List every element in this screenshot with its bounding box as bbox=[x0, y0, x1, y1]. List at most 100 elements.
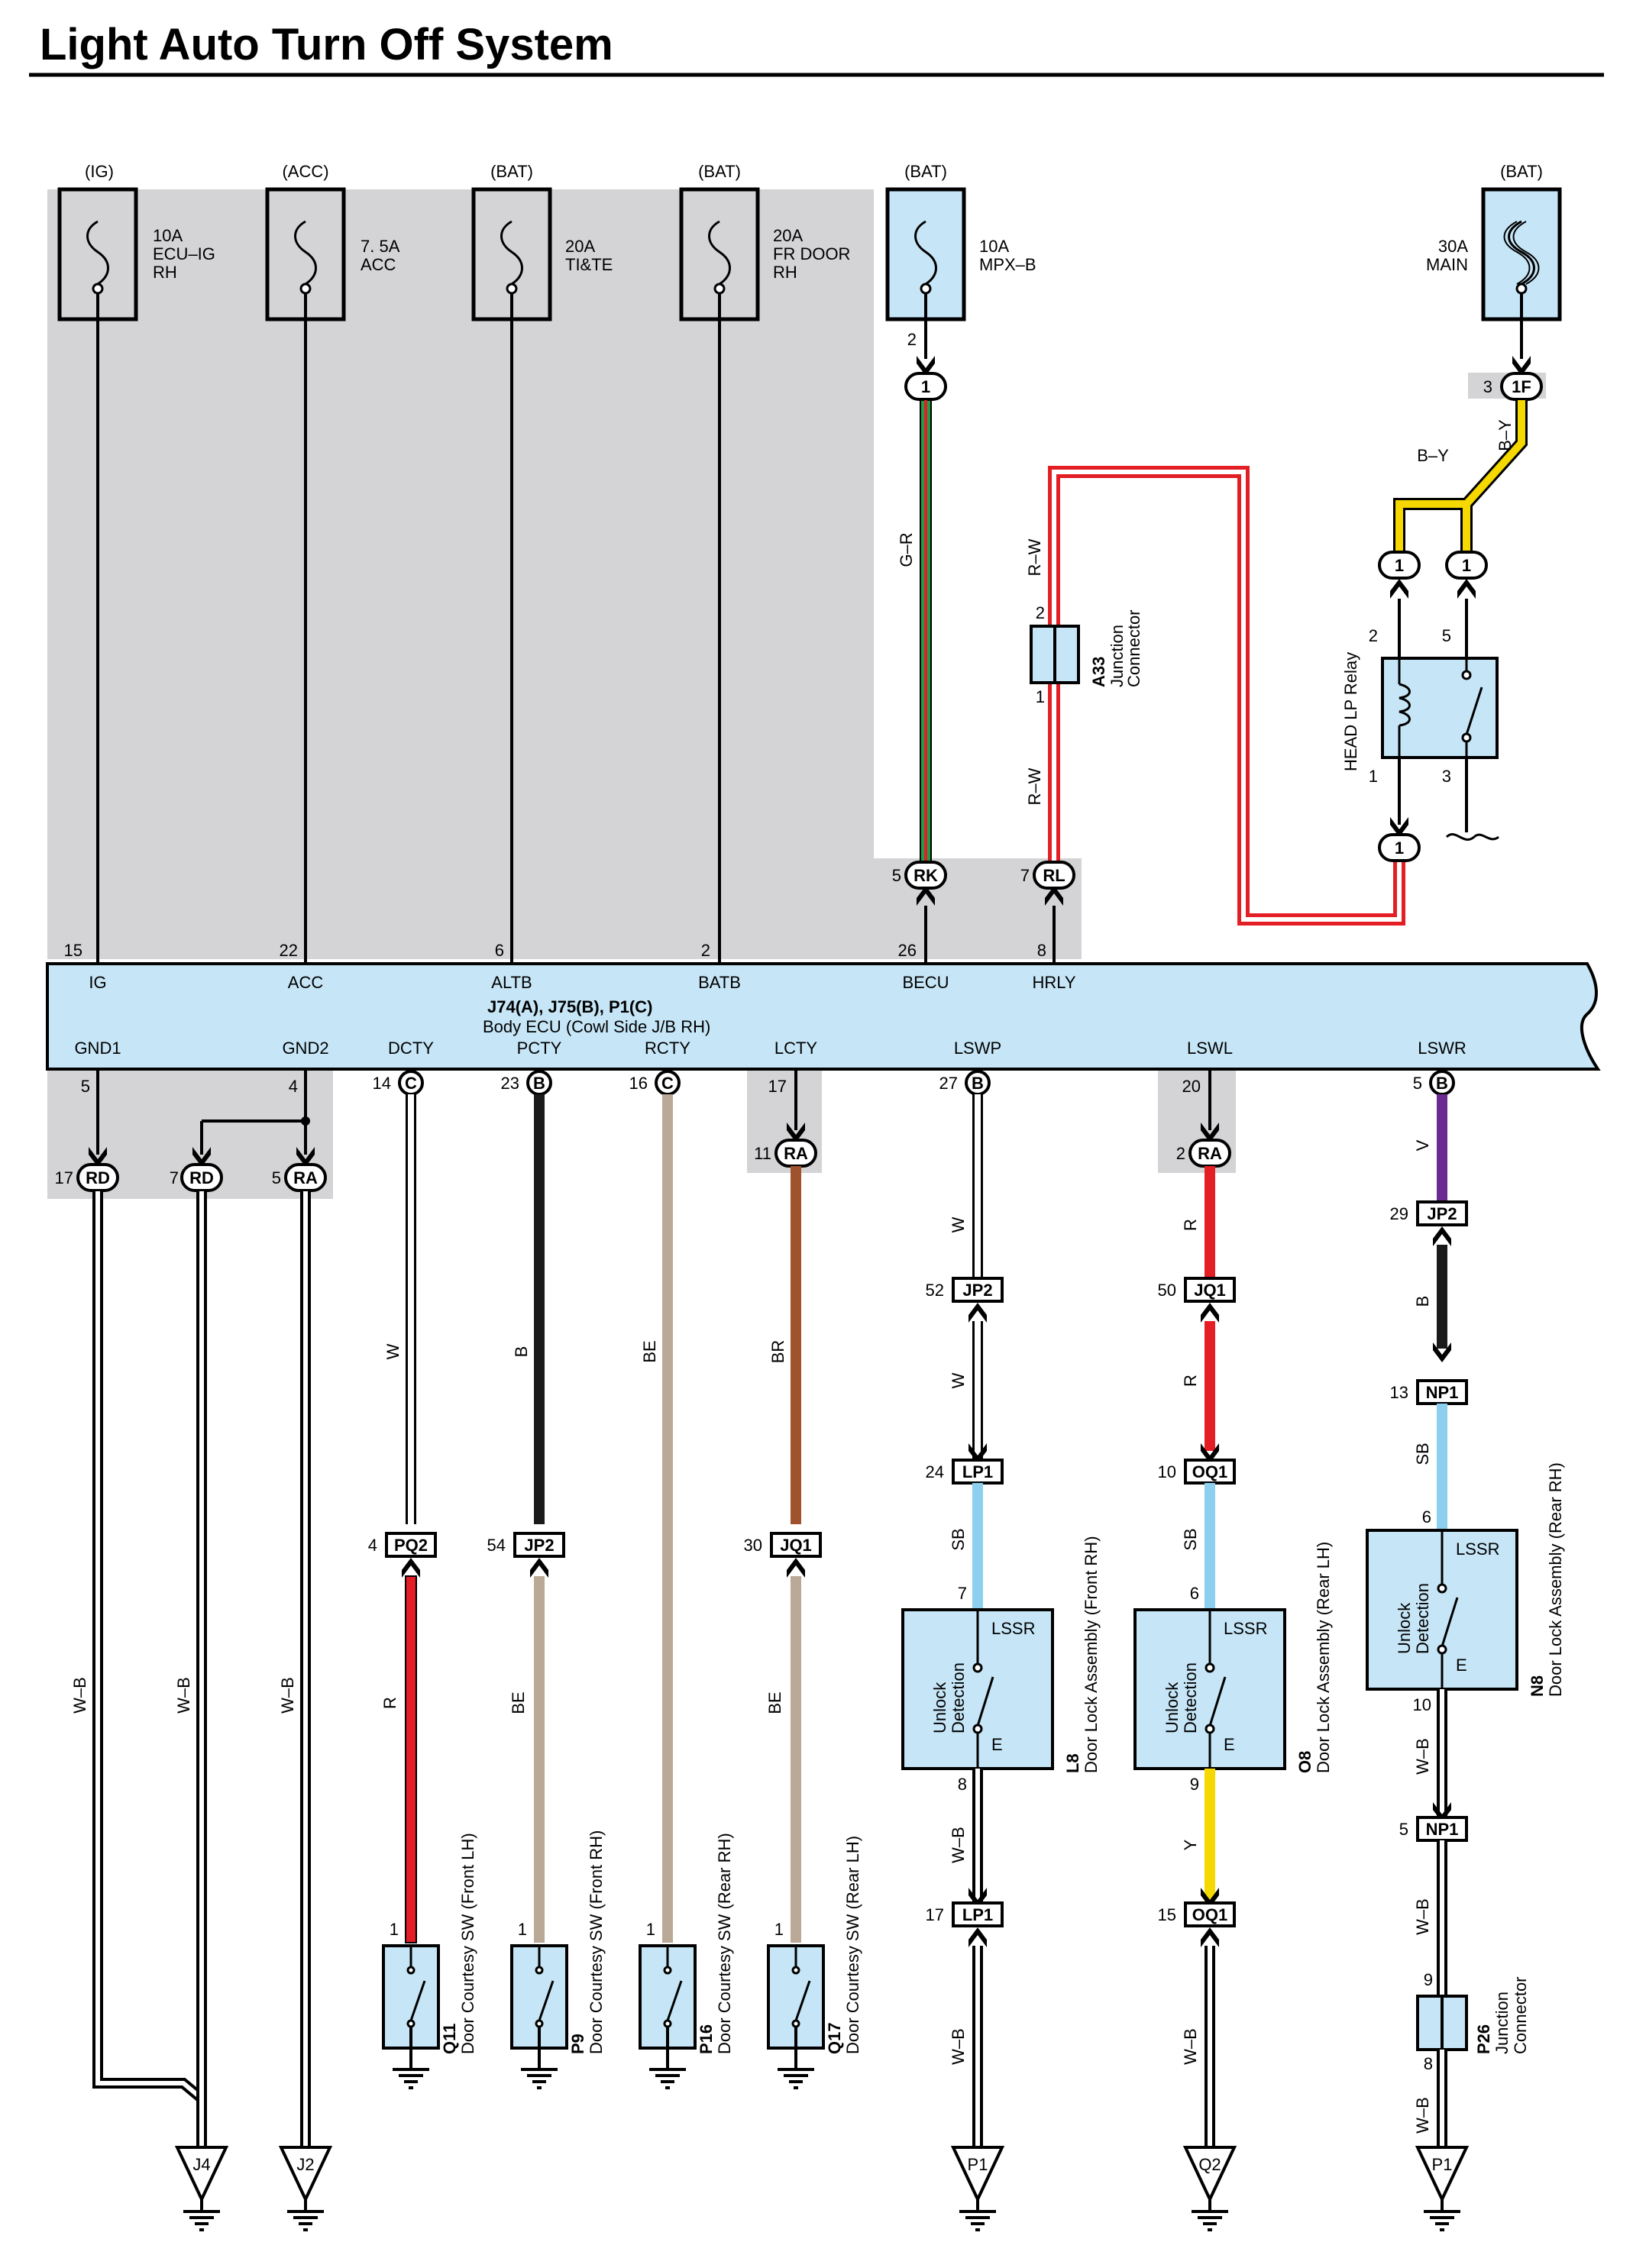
svg-text:5: 5 bbox=[1399, 1820, 1408, 1839]
svg-text:7: 7 bbox=[958, 1584, 967, 1603]
lcty-circuit: RA 11 BR JQ1 30 BE 1 bbox=[744, 1069, 822, 1943]
svg-text:W: W bbox=[383, 1343, 403, 1359]
ground-j4: J4 bbox=[174, 2146, 229, 2231]
ground-j2: J2 bbox=[278, 2146, 333, 2231]
main-relay-branch: 1F 3 B–Y B–Y 1 1 2 5 1 3 HEAD LP Relay bbox=[1341, 293, 1546, 862]
svg-text:W–B: W–B bbox=[174, 1677, 193, 1714]
svg-text:DCTY: DCTY bbox=[388, 1039, 434, 1058]
svg-text:B–Y: B–Y bbox=[1496, 419, 1515, 451]
svg-text:ALTB: ALTB bbox=[491, 973, 532, 992]
svg-text:GND2: GND2 bbox=[282, 1039, 328, 1058]
svg-text:Detection: Detection bbox=[1413, 1583, 1432, 1654]
svg-text:1: 1 bbox=[921, 377, 930, 396]
svg-text:20: 20 bbox=[1182, 1077, 1201, 1096]
svg-text:10: 10 bbox=[1413, 1695, 1431, 1714]
svg-text:1: 1 bbox=[1036, 687, 1045, 706]
svg-text:50: 50 bbox=[1158, 1281, 1176, 1300]
svg-text:1: 1 bbox=[1462, 556, 1471, 575]
svg-text:7. 5A: 7. 5A bbox=[361, 237, 400, 256]
svg-text:Door Lock Assembly (Rear RH): Door Lock Assembly (Rear RH) bbox=[1546, 1462, 1565, 1697]
svg-text:B–Y: B–Y bbox=[1417, 446, 1449, 465]
svg-text:RD: RD bbox=[189, 1168, 214, 1187]
svg-text:Door Courtesy SW (Front LH): Door Courtesy SW (Front LH) bbox=[458, 1833, 477, 2054]
svg-text:3: 3 bbox=[1483, 377, 1492, 396]
mpx-branch: 2 1 G–R RK 5 bbox=[892, 293, 947, 964]
svg-text:5: 5 bbox=[81, 1077, 90, 1096]
svg-text:54: 54 bbox=[487, 1536, 506, 1555]
svg-text:IG: IG bbox=[89, 973, 106, 992]
svg-text:LP1: LP1 bbox=[962, 1905, 993, 1924]
fuse-acc: (ACC) 7. 5A ACC bbox=[265, 162, 400, 321]
svg-text:(BAT): (BAT) bbox=[904, 162, 947, 181]
svg-text:P1: P1 bbox=[968, 2155, 988, 2174]
svg-text:1: 1 bbox=[774, 1920, 784, 1939]
ecu-conn-markers: C B C B B bbox=[398, 1070, 1455, 1096]
svg-text:J74(A), J75(B), P1(C): J74(A), J75(B), P1(C) bbox=[487, 997, 652, 1016]
svg-text:P9: P9 bbox=[568, 2034, 587, 2054]
svg-text:22: 22 bbox=[280, 941, 298, 960]
svg-text:JP2: JP2 bbox=[962, 1281, 992, 1300]
pcty-circuit: B JP2 54 BE 1 bbox=[487, 1094, 565, 1943]
svg-text:(ACC): (ACC) bbox=[282, 162, 328, 181]
svg-text:20A: 20A bbox=[565, 237, 595, 256]
svg-text:BE: BE bbox=[765, 1691, 784, 1714]
svg-text:SB: SB bbox=[1413, 1443, 1432, 1465]
svg-text:N8: N8 bbox=[1528, 1675, 1547, 1697]
svg-text:W–B: W–B bbox=[1413, 1738, 1432, 1775]
svg-text:Detection: Detection bbox=[949, 1662, 968, 1733]
svg-text:(BAT): (BAT) bbox=[490, 162, 533, 181]
svg-text:J2: J2 bbox=[296, 2155, 314, 2174]
svg-text:W–B: W–B bbox=[1181, 2028, 1200, 2065]
svg-text:17: 17 bbox=[55, 1168, 73, 1187]
svg-text:JQ1: JQ1 bbox=[1194, 1281, 1226, 1300]
svg-text:LSSR: LSSR bbox=[991, 1619, 1035, 1638]
svg-text:Door Lock Assembly (Front RH): Door Lock Assembly (Front RH) bbox=[1082, 1536, 1101, 1773]
svg-text:5: 5 bbox=[272, 1168, 281, 1187]
svg-text:6: 6 bbox=[495, 941, 504, 960]
svg-text:BATB: BATB bbox=[698, 973, 741, 992]
fuse-ecu-ig: (IG) 10A ECU–IG RH bbox=[57, 162, 215, 321]
svg-text:P26: P26 bbox=[1474, 2024, 1493, 2054]
svg-text:Y: Y bbox=[1181, 1839, 1200, 1850]
svg-text:P1: P1 bbox=[1432, 2155, 1453, 2174]
svg-text:14: 14 bbox=[373, 1074, 391, 1093]
svg-text:NP1: NP1 bbox=[1426, 1383, 1459, 1402]
svg-text:LSWL: LSWL bbox=[1187, 1039, 1233, 1058]
svg-text:Unlock: Unlock bbox=[930, 1682, 949, 1733]
svg-text:RCTY: RCTY bbox=[645, 1039, 690, 1058]
svg-text:GND1: GND1 bbox=[74, 1039, 121, 1058]
svg-text:R: R bbox=[380, 1697, 399, 1709]
svg-text:V: V bbox=[1413, 1139, 1432, 1151]
svg-text:NP1: NP1 bbox=[1426, 1820, 1459, 1839]
svg-text:Q2: Q2 bbox=[1198, 2155, 1221, 2174]
svg-text:LSSR: LSSR bbox=[1456, 1539, 1499, 1559]
svg-text:29: 29 bbox=[1390, 1204, 1408, 1223]
fuse-mpx-b: (BAT) 10A MPX–B bbox=[885, 162, 1036, 321]
switch-p16: P16 Door Courtesy SW (Rear RH) bbox=[639, 1833, 734, 2089]
dcty-circuit: W PQ2 4 R 1 bbox=[368, 1094, 437, 1943]
svg-text:(BAT): (BAT) bbox=[1500, 162, 1543, 181]
svg-text:LP1: LP1 bbox=[962, 1462, 993, 1481]
svg-text:1: 1 bbox=[390, 1920, 399, 1939]
rw-wire: R–W R–W 2 1 A33 Junction Connector RL 7 bbox=[1020, 466, 1405, 964]
svg-text:(IG): (IG) bbox=[85, 162, 114, 181]
svg-text:OQ1: OQ1 bbox=[1192, 1462, 1227, 1481]
svg-text:30A: 30A bbox=[1438, 237, 1468, 256]
svg-text:2: 2 bbox=[907, 330, 917, 349]
svg-text:L8: L8 bbox=[1063, 1753, 1082, 1773]
svg-text:W: W bbox=[949, 1372, 968, 1388]
svg-text:E: E bbox=[1224, 1735, 1235, 1754]
svg-text:Q17: Q17 bbox=[825, 2022, 844, 2054]
svg-text:BR: BR bbox=[768, 1340, 787, 1364]
svg-text:JP2: JP2 bbox=[1427, 1204, 1457, 1223]
svg-text:RA: RA bbox=[784, 1144, 808, 1163]
ecu-bottom-pins: GND1 GND2 DCTY PCTY RCTY LCTY LSWP LSWL … bbox=[74, 1039, 1466, 1096]
svg-text:FR DOOR: FR DOOR bbox=[773, 244, 850, 263]
svg-text:HEAD LP Relay: HEAD LP Relay bbox=[1341, 652, 1360, 771]
svg-text:10A: 10A bbox=[153, 226, 183, 245]
svg-text:W–B: W–B bbox=[1413, 1898, 1432, 1935]
svg-text:B: B bbox=[1436, 1074, 1448, 1093]
svg-text:8: 8 bbox=[1037, 941, 1046, 960]
svg-text:BE: BE bbox=[509, 1691, 528, 1714]
switch-q11: Q11 Door Courtesy SW (Front LH) bbox=[382, 1833, 477, 2089]
